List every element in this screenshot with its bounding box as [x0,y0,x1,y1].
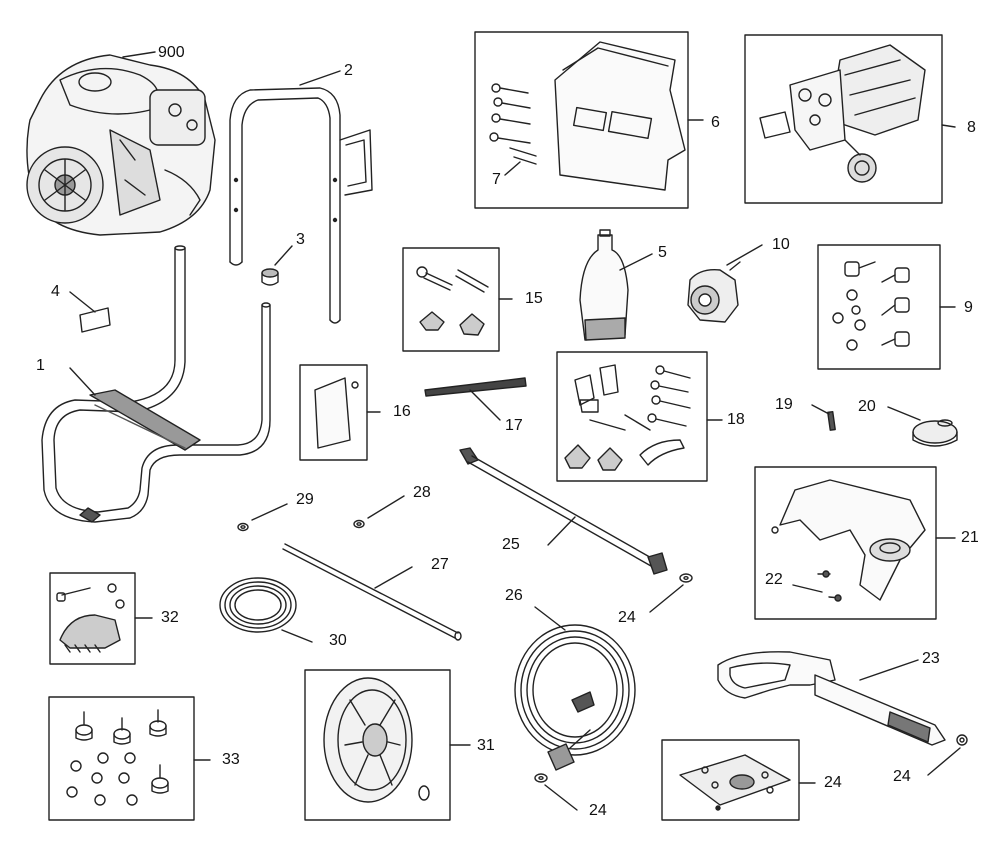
box-9 [817,244,941,370]
label-part [79,307,111,333]
hose-26-part [514,624,636,771]
nozzle-part [687,261,741,323]
box-18 [556,351,708,482]
leader-2 [299,70,341,86]
leader-24c [927,747,961,776]
callout-8: 8 [967,119,976,136]
bolts-9-part [832,261,910,351]
callout-6: 6 [711,114,720,131]
callout-7: 7 [492,171,501,188]
leader-7 [504,161,521,176]
handle-part [229,87,373,324]
washer-kit-24-part [679,754,791,811]
leader-23 [859,659,919,681]
callout-4: 4 [51,283,60,300]
leader-29 [251,503,288,521]
box-21 [754,466,937,620]
callout-29: 29 [296,491,314,508]
pin-part [827,410,836,431]
callout-21: 21 [961,529,979,546]
washer-29-part [237,522,249,532]
callout-24c: 24 [893,768,911,785]
callout-18: 18 [727,411,745,428]
callout-900: 900 [158,44,185,61]
callout-26: 26 [505,587,523,604]
callout-10: 10 [772,236,790,253]
leader-24a [649,584,684,613]
callout-22: 22 [765,571,783,588]
box-33 [48,696,195,821]
callout-24b: 24 [589,802,607,819]
bolts-6-part [489,83,537,165]
leader-28 [367,495,405,519]
engine-part [26,54,216,236]
leader-19 [811,404,830,415]
bolts-15-part [416,266,489,336]
leader-24b [544,784,578,811]
callout-27: 27 [431,556,449,573]
callout-1: 1 [36,357,45,374]
callout-28: 28 [413,484,431,501]
holder-21-part [771,479,926,601]
rod-part [282,543,462,641]
callout-24a: 24 [618,609,636,626]
callout-25: 25 [502,536,520,553]
foot-32-part [56,583,125,653]
callout-9: 9 [964,299,973,316]
leader-4 [69,291,96,313]
wheel-31-part [323,677,430,803]
box-15 [402,247,500,352]
callout-16: 16 [393,403,411,420]
leader-900 [122,51,156,58]
leader-30 [281,629,313,643]
leader-25 [547,516,576,546]
callout-15: 15 [525,290,543,307]
callout-17: 17 [505,417,523,434]
callout-33: 33 [222,751,240,768]
hardware-18-part [564,364,691,471]
washer-24b-part [534,773,548,783]
strap-part [424,377,527,397]
frame-part [41,245,271,523]
leader-3 [274,245,293,266]
plate-16-part [314,377,359,449]
leader-27 [374,566,413,589]
leader-17 [469,389,501,421]
bag-part [579,229,629,341]
leader-10 [726,244,763,266]
callout-5: 5 [658,244,667,261]
wand-part [459,447,668,575]
leader-22 [792,584,823,593]
washer-28-part [353,519,365,529]
leader-1 [69,367,96,396]
leader-20 [887,406,921,421]
callout-24d: 24 [824,774,842,791]
leader-8 [941,124,956,128]
box-24 [661,739,800,821]
leader-26 [534,606,566,631]
mounts-33-part [66,709,169,806]
callout-19: 19 [775,396,793,413]
leader-5 [619,253,653,271]
callout-3: 3 [296,231,305,248]
pump-part [759,44,926,183]
box-8 [744,34,943,204]
callout-23: 23 [922,650,940,667]
screws-22-part [817,570,842,602]
cap-20-part [912,419,958,447]
callout-2: 2 [344,62,353,79]
washer-24a-part [679,573,693,583]
callout-31: 31 [477,737,495,754]
belt-guard-part [554,41,686,191]
coil-30-part [219,577,297,633]
callout-20: 20 [858,398,876,415]
cap-part [261,268,279,286]
callout-32: 32 [161,609,179,626]
gun-part [717,651,968,746]
callout-30: 30 [329,632,347,649]
